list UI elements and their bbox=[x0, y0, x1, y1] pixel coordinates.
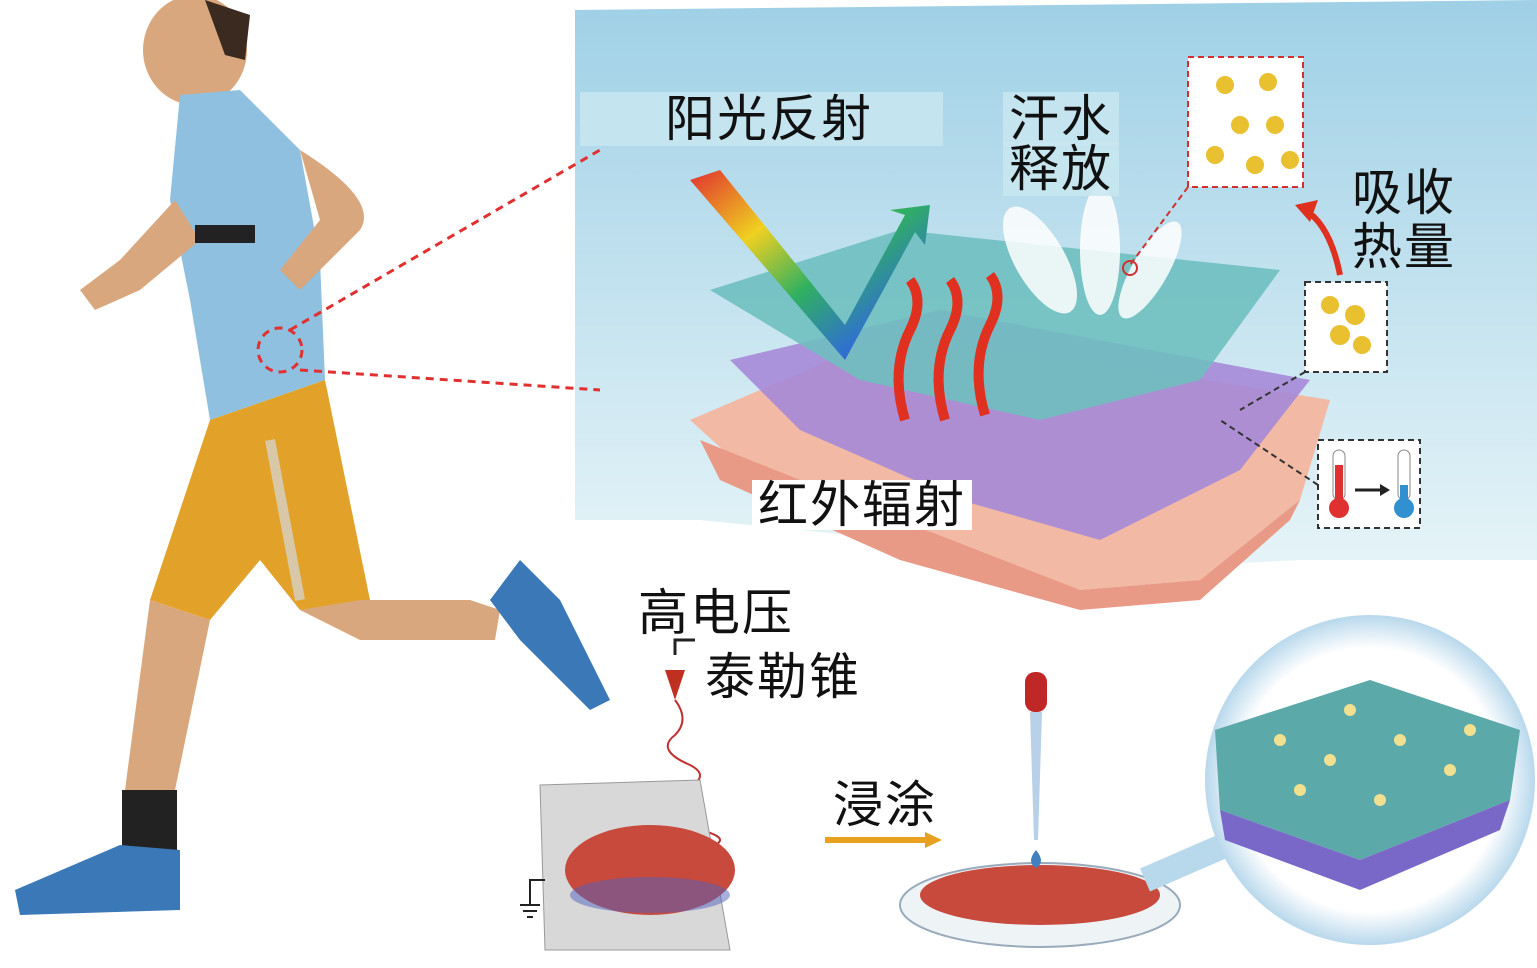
cluster-connector-line bbox=[1239, 371, 1306, 411]
magnified-fiber-bubble bbox=[1140, 615, 1535, 945]
label-absorb-heat-line1: 吸收 bbox=[1352, 164, 1456, 222]
label-absorb-heat-line2: 热量 bbox=[1352, 218, 1456, 276]
label-sweat-release-line2: 释放 bbox=[1003, 142, 1119, 196]
heat-wave-arrows bbox=[893, 272, 1003, 422]
runner-figure bbox=[15, 0, 610, 915]
thermometer-inset bbox=[1317, 439, 1421, 529]
water-molecules-inset bbox=[1187, 56, 1304, 188]
dip-coating-arrowhead bbox=[925, 832, 942, 848]
label-sunlight-reflection: 阳光反射 bbox=[580, 92, 943, 146]
inset-connector-line bbox=[1129, 186, 1189, 266]
water-cluster-inset bbox=[1304, 281, 1388, 373]
label-dip-coating: 浸涂 bbox=[833, 776, 937, 834]
label-taylor-cone: 泰勒锥 bbox=[705, 648, 861, 706]
label-sweat-release-line1: 汗水 bbox=[1003, 92, 1119, 146]
inset-connector-dot bbox=[1122, 260, 1138, 276]
zoom-indicator bbox=[256, 148, 601, 392]
label-high-voltage: 高电压 bbox=[638, 584, 794, 642]
petri-dish-dropper bbox=[899, 672, 1181, 948]
sweat-spray bbox=[1003, 185, 1182, 319]
electrospinning-setup bbox=[520, 638, 735, 951]
label-infrared-radiation: 红外辐射 bbox=[752, 480, 972, 530]
sunlight-reflection-arrow bbox=[690, 170, 930, 360]
absorb-heat-arrowhead bbox=[1295, 200, 1318, 222]
